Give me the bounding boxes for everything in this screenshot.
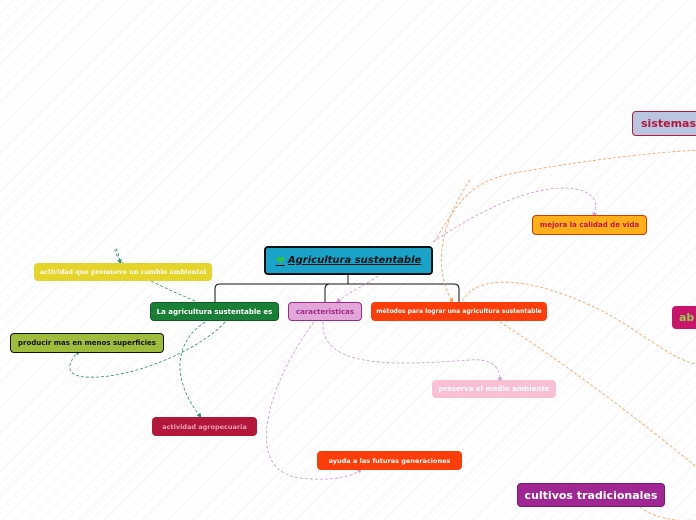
node-label: actividad agropecuaria xyxy=(162,422,247,431)
node-label: actividad que promueve un cambio ambient… xyxy=(39,268,207,276)
relation-met-to-ab xyxy=(461,281,696,365)
node-mejora[interactable]: mejora la calidad de vida xyxy=(532,215,647,235)
node-producir[interactable]: producir mas en menos superficies xyxy=(10,333,164,353)
relation-met-to-cultivos xyxy=(499,321,696,468)
heart-icon: ❤ xyxy=(275,254,285,267)
node-label: métodos para lograr una agricultura sust… xyxy=(376,308,542,315)
relation-central-to-met xyxy=(433,149,696,301)
node-caracteristicas[interactable]: caracteristicas xyxy=(288,302,362,321)
node-label: cultivos tradicionales xyxy=(524,488,658,502)
relation-la-to-agro xyxy=(179,321,206,418)
relation-car-to-preserva xyxy=(322,321,503,383)
node-label: caracteristicas xyxy=(295,307,355,316)
node-label: ab xyxy=(679,311,695,324)
node-label: preserva el medio ambiente xyxy=(438,385,550,393)
node-label: sistemas xyxy=(641,117,696,130)
relation-la-to-actividad xyxy=(114,247,196,302)
relation-central-to-car xyxy=(336,275,379,303)
node-label: La agricultura sustentable es xyxy=(156,307,273,316)
central-topic[interactable]: ❤ Agricultura sustentable xyxy=(264,246,433,275)
central-topic-label: Agricultura sustentable xyxy=(287,255,422,266)
node-actividad-cambio[interactable]: actividad que promueve un cambio ambient… xyxy=(34,263,212,281)
connector-branch-middle xyxy=(324,283,331,302)
relation-car-to-ayuda xyxy=(266,321,362,480)
node-label: ayuda a las futuras generaciones xyxy=(328,456,451,465)
node-ayuda[interactable]: ayuda a las futuras generaciones xyxy=(317,451,462,470)
node-label: mejora la calidad de vida xyxy=(539,221,640,229)
node-la-agricultura[interactable]: La agricultura sustentable es xyxy=(150,302,279,321)
node-actividad-agropecuaria[interactable]: actividad agropecuaria xyxy=(152,417,257,436)
connector-branch-right xyxy=(348,283,460,302)
node-cultivos[interactable]: cultivos tradicionales xyxy=(517,483,665,507)
tree-connectors xyxy=(214,275,460,302)
node-sistemas[interactable]: sistemas xyxy=(632,111,696,136)
relation-central-to-mejora xyxy=(432,187,597,243)
node-preserva[interactable]: preserva el medio ambiente xyxy=(432,380,556,398)
node-metodos[interactable]: métodos para lograr una agricultura sust… xyxy=(371,302,547,321)
relation-cultivos-out xyxy=(639,506,690,520)
node-label: producir mas en menos superficies xyxy=(18,339,156,347)
connector-branch-left xyxy=(214,283,348,302)
node-ab[interactable]: ab xyxy=(672,306,696,329)
relation-la-to-producir xyxy=(69,321,226,378)
